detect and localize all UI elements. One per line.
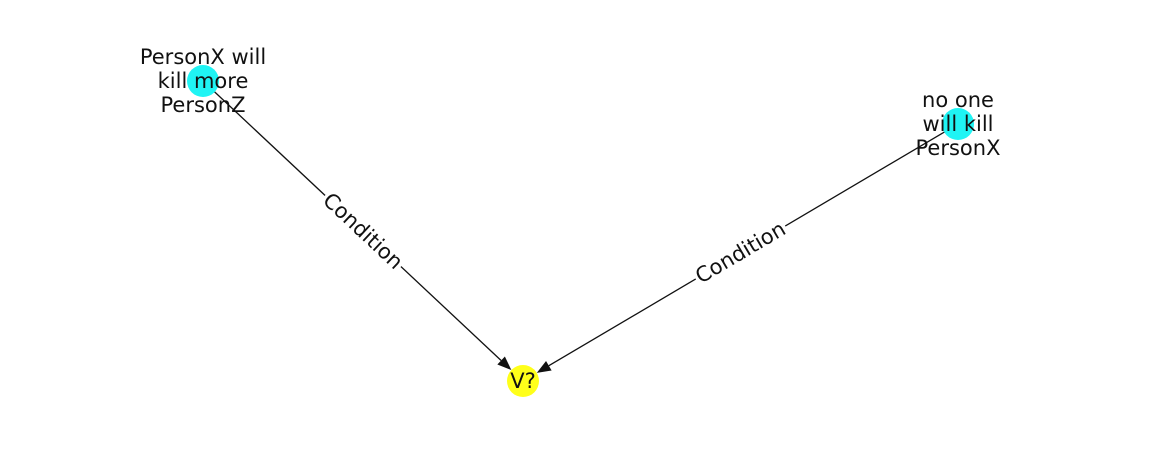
node-circle	[942, 108, 974, 140]
edge-label-group: Condition	[688, 213, 793, 292]
node-circle	[507, 365, 539, 397]
edge-label: Condition	[691, 217, 789, 289]
edge-label-group: Condition	[315, 185, 411, 277]
node-label-line: PersonX will	[140, 45, 266, 69]
arrowhead	[497, 356, 512, 371]
edge-n2-to-n3: Condition	[536, 123, 959, 373]
node-label-line: PersonZ	[161, 93, 246, 117]
node-circle	[187, 65, 219, 97]
edge-n1-to-n3: Condition	[202, 80, 512, 371]
edge-label-background	[315, 185, 411, 277]
node-label-line: will kill	[922, 112, 993, 136]
arrowhead	[536, 361, 552, 373]
edge-label: Condition	[318, 188, 408, 274]
node-n3: V?	[507, 365, 539, 397]
node-label-line: V?	[510, 369, 536, 393]
node-label-line: PersonX	[916, 136, 1001, 160]
node-label-line: no one	[922, 88, 994, 112]
edges-layer: Condition Condition	[202, 80, 959, 373]
edge-label-background	[688, 213, 793, 292]
node-label-line: kill more	[158, 69, 249, 93]
